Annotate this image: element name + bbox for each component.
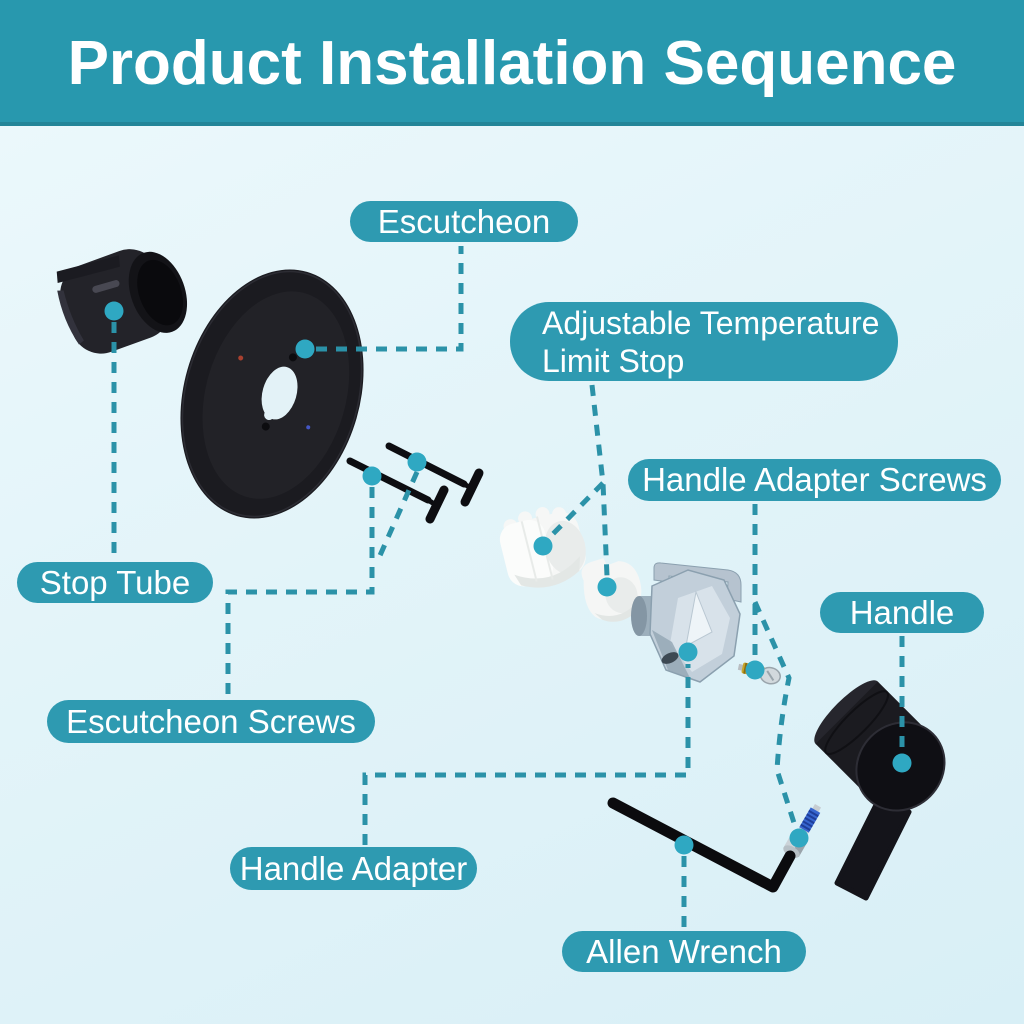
connector-handle-adapter-screws	[745, 504, 809, 848]
allen-wrench-part	[607, 797, 796, 893]
label-allen-wrench: Allen Wrench	[562, 931, 806, 972]
label-handle-text: Handle	[849, 593, 955, 631]
label-escutcheon-screws-text: Escutcheon Screws	[66, 702, 356, 740]
label-escutcheon: Escutcheon	[350, 201, 578, 242]
escutcheon-screw-1	[385, 442, 484, 507]
connector-allen-wrench	[674, 835, 694, 928]
header-banner: Product Installation Sequence	[0, 0, 1024, 126]
escutcheon-screw-2	[346, 457, 449, 524]
connector-dot	[789, 828, 809, 848]
connector-dot	[892, 753, 912, 773]
connector-handle-adapter	[362, 642, 698, 845]
label-handle-adapter-text: Handle Adapter	[239, 849, 468, 887]
label-handle-adapter-screws: Handle Adapter Screws	[628, 459, 1001, 501]
handle-part	[814, 680, 946, 901]
handle-adapter-part	[631, 562, 742, 683]
connector-dot	[295, 339, 315, 359]
connector-escutcheon-screws	[225, 452, 427, 696]
label-adjustable-temperature-limit-stop: Adjustable Temperature Limit Stop	[510, 302, 898, 381]
connector-dot	[674, 835, 694, 855]
escutcheon-part	[180, 269, 364, 519]
label-stop-tube: Stop Tube	[17, 562, 213, 603]
connector-dot	[104, 301, 124, 321]
connector-stop-tube	[104, 301, 124, 556]
connector-dot	[597, 577, 617, 597]
label-escutcheon-text: Escutcheon	[377, 202, 551, 240]
page-title: Product Installation Sequence	[67, 28, 957, 98]
connector-dot	[362, 466, 382, 486]
label-allen-wrench-text: Allen Wrench	[586, 932, 782, 970]
connector-dot	[678, 642, 698, 662]
label-handle-adapter-screws-text: Handle Adapter Screws	[642, 461, 987, 498]
label-handle-adapter: Handle Adapter	[230, 847, 477, 890]
label-escutcheon-screws: Escutcheon Screws	[47, 700, 375, 743]
connector-dot	[533, 536, 553, 556]
connector-dot	[745, 660, 765, 680]
label-stop-tube-text: Stop Tube	[39, 563, 191, 601]
connector-limit-stop	[533, 384, 617, 597]
stop-tube-part	[56, 249, 188, 354]
label-adj-temp-line2: Limit Stop	[542, 342, 685, 379]
label-adj-temp-line1: Adjustable Temperature	[542, 304, 880, 341]
connector-escutcheon	[295, 246, 464, 359]
connector-handle	[892, 636, 912, 773]
label-handle: Handle	[820, 592, 984, 633]
connector-dot	[407, 452, 427, 472]
